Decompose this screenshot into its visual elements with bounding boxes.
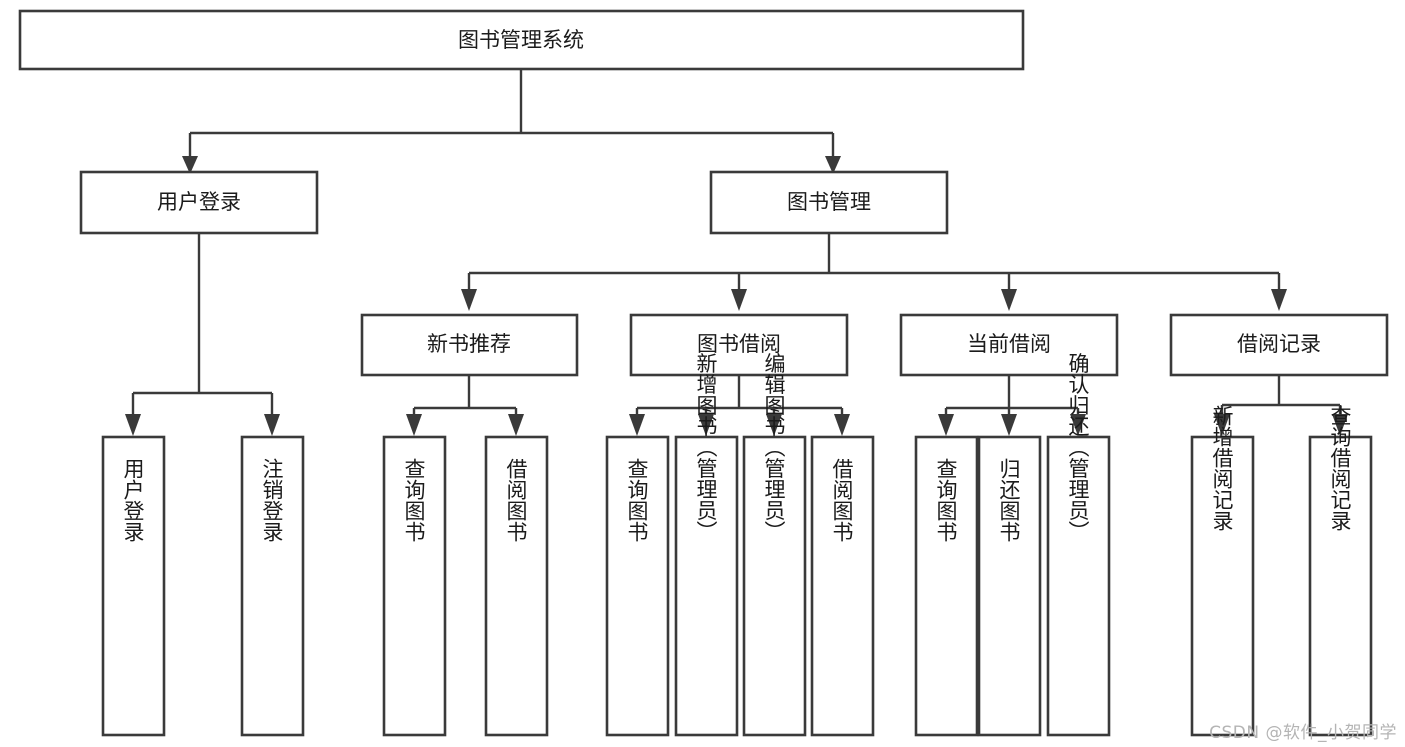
node-leaf-add-book[interactable]: 新增图书（管理员） (674, 353, 739, 737)
node-new-book[interactable]: 新书推荐 (360, 313, 579, 377)
connector-group-root-to-level2 (182, 69, 841, 174)
node-leaf-add-record[interactable]: 新增借阅记录 (1190, 405, 1255, 737)
node-leaf-logout-box[interactable] (240, 435, 305, 737)
node-leaf-borrow-book-2-box[interactable] (810, 435, 875, 737)
node-borrow-records[interactable]: 借阅记录 (1169, 313, 1389, 377)
connector-bookmgmt-branch (467, 233, 1281, 293)
arrow-to-leaf-edit-book (766, 414, 782, 436)
node-user-login-label: 用户登录 (157, 190, 241, 214)
connector-group-newbook-to-leaves (406, 375, 524, 436)
node-user-login[interactable]: 用户登录 (79, 170, 319, 235)
node-leaf-query-record[interactable]: 查询借阅记录 (1308, 405, 1373, 737)
node-leaf-query-book-1[interactable]: 查询图书 (382, 435, 447, 737)
connector-borrow-branch (635, 375, 844, 418)
node-leaf-borrow-book-2[interactable]: 借阅图书 (810, 435, 875, 737)
arrow-to-leaf-query-book-1 (406, 414, 422, 436)
node-leaf-query-book-1-box[interactable] (382, 435, 447, 737)
node-leaf-query-book-3[interactable]: 查询图书 (914, 435, 979, 737)
connector-root-branch (188, 69, 835, 160)
node-leaf-return-book-box[interactable] (977, 435, 1042, 737)
node-leaf-query-book-2-label: 查询图书 (625, 458, 649, 542)
node-leaf-return-book-label: 归还图书 (997, 458, 1021, 542)
node-leaf-add-book-box[interactable] (674, 435, 739, 737)
node-book-borrow-box[interactable] (629, 313, 849, 377)
connector-group-bookmgmt-to-level3 (461, 233, 1287, 311)
arrow-to-leaf-query-record (1332, 414, 1348, 436)
node-leaf-add-book-label: 新增图书（管理员） (694, 353, 718, 542)
node-user-login-box[interactable] (79, 170, 319, 235)
arrow-to-leaf-user-login (125, 414, 141, 436)
arrow-to-new-book (461, 289, 477, 311)
arrow-to-book-management (825, 156, 841, 174)
connector-group-borrow-to-leaves (629, 375, 850, 436)
connector-current-branch (944, 375, 1080, 418)
node-borrow-records-box[interactable] (1169, 313, 1389, 377)
arrow-to-current-borrow (1001, 289, 1017, 311)
node-book-management[interactable]: 图书管理 (709, 170, 949, 235)
node-leaf-edit-book-box[interactable] (742, 435, 807, 737)
connector-group-records-to-leaves (1214, 375, 1348, 436)
connector-group-current-to-leaves (938, 375, 1086, 436)
arrow-to-leaf-add-book (698, 414, 714, 436)
arrow-to-book-borrow (731, 289, 747, 311)
arrow-to-leaf-logout (264, 414, 280, 436)
node-leaf-borrow-book-1-label: 借阅图书 (504, 458, 528, 542)
connector-login-branch (131, 233, 274, 418)
node-leaf-logout-label: 注销登录 (260, 458, 284, 542)
node-current-borrow-box[interactable] (899, 313, 1119, 377)
node-leaf-borrow-book-1-box[interactable] (484, 435, 549, 737)
node-leaf-query-book-2[interactable]: 查询图书 (605, 435, 670, 737)
arrow-to-leaf-return-book (1001, 414, 1017, 436)
node-leaf-query-book-3-label: 查询图书 (934, 458, 958, 542)
node-leaf-confirm-return-box[interactable] (1046, 435, 1111, 737)
arrow-to-leaf-query-book-2 (629, 414, 645, 436)
node-book-borrow-label: 图书借阅 (697, 332, 781, 356)
node-leaf-borrow-book-2-label: 借阅图书 (830, 458, 854, 542)
arrow-to-leaf-query-book-3 (938, 414, 954, 436)
arrow-to-borrow-records (1271, 289, 1287, 311)
node-root[interactable]: 图书管理系统 (18, 9, 1025, 71)
node-leaf-query-book-3-box[interactable] (914, 435, 979, 737)
node-leaf-return-book[interactable]: 归还图书 (977, 435, 1042, 737)
node-leaf-user-login-box[interactable] (101, 435, 166, 737)
connector-newbook-branch (412, 375, 518, 418)
node-root-label: 图书管理系统 (458, 28, 584, 52)
node-leaf-confirm-return-label: 确认归还（管理员） (1066, 353, 1090, 542)
node-leaf-edit-book-label: 编辑图书（管理员） (762, 353, 786, 542)
node-book-borrow[interactable]: 图书借阅 (629, 313, 849, 377)
node-borrow-records-label: 借阅记录 (1237, 332, 1321, 356)
arrow-to-leaf-confirm-return (1070, 414, 1086, 436)
arrow-to-leaf-add-record (1214, 414, 1230, 436)
csdn-watermark: CSDN @软件_小贺同学 (1209, 723, 1397, 743)
connector-group-login-to-leaves (125, 233, 280, 436)
node-leaf-query-book-2-box[interactable] (605, 435, 670, 737)
arrow-to-leaf-borrow-book-1 (508, 414, 524, 436)
arrow-to-user-login (182, 156, 198, 174)
node-leaf-add-record-label: 新增借阅记录 (1210, 405, 1234, 531)
node-leaf-edit-book[interactable]: 编辑图书（管理员） (742, 353, 807, 737)
node-root-box[interactable] (18, 9, 1025, 71)
node-leaf-add-record-box[interactable] (1190, 435, 1255, 737)
node-leaf-query-record-box[interactable] (1308, 435, 1373, 737)
arrow-to-leaf-borrow-book-2 (834, 414, 850, 436)
connector-records-branch (1220, 375, 1342, 418)
node-leaf-query-book-1-label: 查询图书 (402, 458, 426, 542)
node-leaf-query-record-label: 查询借阅记录 (1328, 405, 1352, 531)
node-leaf-user-login-label: 用户登录 (121, 458, 145, 542)
node-book-management-box[interactable] (709, 170, 949, 235)
node-current-borrow[interactable]: 当前借阅 (899, 313, 1119, 377)
node-new-book-box[interactable] (360, 313, 579, 377)
node-leaf-borrow-book-1[interactable]: 借阅图书 (484, 435, 549, 737)
node-leaf-confirm-return[interactable]: 确认归还（管理员） (1046, 353, 1111, 737)
node-book-management-label: 图书管理 (787, 190, 871, 214)
node-leaf-user-login[interactable]: 用户登录 (101, 435, 166, 737)
node-leaf-logout[interactable]: 注销登录 (240, 435, 305, 737)
node-new-book-label: 新书推荐 (427, 332, 511, 356)
node-current-borrow-label: 当前借阅 (967, 332, 1051, 356)
